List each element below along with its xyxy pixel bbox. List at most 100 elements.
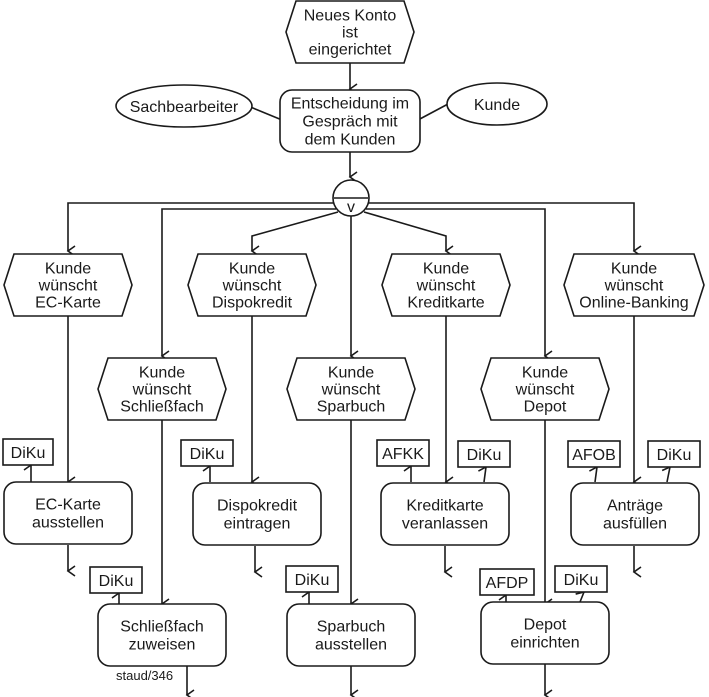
event-label: wünscht [38, 278, 98, 295]
info-object-shape [479, 568, 535, 596]
function-label: Dispokredit [217, 498, 298, 515]
info-object-diku[interactable]: DiKu [180, 439, 234, 467]
info-object-afkk[interactable]: AFKK [376, 439, 430, 467]
event-label: Kunde [611, 261, 657, 278]
info-object-shape [89, 566, 143, 594]
event-label: ist [342, 25, 359, 42]
info-object-diku[interactable]: DiKu [285, 565, 339, 593]
info-object-label: DiKu [99, 573, 134, 590]
info-object-afob[interactable]: AFOB [567, 440, 621, 468]
line-sachbearbeiter [247, 105, 283, 121]
function-label: Depot [524, 617, 567, 634]
function-label: Entscheidung im [291, 96, 409, 113]
info-object-label: AFKK [382, 446, 424, 463]
function-label: EC-Karte [35, 497, 101, 514]
event-label: Kunde [139, 365, 185, 382]
function-label: ausfüllen [603, 516, 667, 533]
org-unit-kunde[interactable]: Kunde [446, 82, 548, 126]
event-shape [285, 0, 415, 64]
branch-schliess [160, 208, 336, 362]
function-shape [380, 482, 510, 546]
org-unit-shape [115, 84, 253, 128]
event-label: wünscht [515, 382, 575, 399]
function-label: veranlassen [402, 516, 488, 533]
function-shape [3, 481, 133, 545]
or-connector[interactable]: v [332, 179, 370, 217]
branch-ec [66, 202, 334, 257]
branch-dispo [250, 211, 339, 257]
info-object-afdp[interactable]: AFDP [479, 568, 535, 596]
info-object-shape [457, 440, 511, 468]
branch-kredit [363, 211, 454, 257]
info-object-shape [180, 439, 234, 467]
org-unit-label: Sachbearbeiter [130, 99, 239, 116]
event-shape [3, 253, 133, 317]
event-label: Schließfach [120, 399, 204, 416]
branch-online [368, 202, 642, 257]
event-label: Neues Konto [304, 8, 397, 25]
function-label: ausstellen [315, 637, 387, 654]
info-object-diku[interactable]: DiKu [457, 440, 511, 468]
org-unit-sachbearbeiter[interactable]: Sachbearbeiter [115, 84, 253, 128]
connection-lines [23, 63, 672, 697]
function-label: Schließfach [120, 619, 204, 636]
function-shape [279, 89, 421, 153]
event-shape [381, 253, 511, 317]
event-label: Kunde [423, 261, 469, 278]
function-label: Anträge [607, 498, 663, 515]
info-object-diku[interactable]: DiKu [647, 440, 701, 468]
function-label: Gespräch mit [302, 114, 398, 131]
function-label: Kreditkarte [406, 498, 483, 515]
event-label: Kunde [328, 365, 374, 382]
function-shape [97, 603, 227, 667]
event-label: wünscht [222, 278, 282, 295]
function-label: ausstellen [32, 515, 104, 532]
org-unit-label: Kunde [474, 97, 520, 114]
event-label: wünscht [416, 278, 476, 295]
info-object-label: DiKu [657, 447, 692, 464]
info-object-shape [285, 565, 339, 593]
function-shape [480, 601, 610, 665]
info-object-label: AFDP [486, 575, 529, 592]
info-object-label: DiKu [295, 572, 330, 589]
io-online-2 [661, 460, 672, 483]
info-object-diku[interactable]: DiKu [2, 438, 54, 466]
info-object-shape [567, 440, 621, 468]
event-label: EC-Karte [35, 295, 101, 312]
event-label: Sparbuch [317, 399, 386, 416]
event-label: Kreditkarte [407, 295, 484, 312]
info-object-label: DiKu [564, 572, 599, 589]
event-shape [563, 253, 705, 317]
io-depot-2 [575, 584, 586, 603]
info-object-label: DiKu [11, 445, 46, 462]
connector-symbol: v [347, 199, 355, 216]
function-label: dem Kunden [305, 132, 396, 149]
info-object-diku[interactable]: DiKu [554, 565, 608, 593]
info-object-label: DiKu [190, 446, 225, 463]
info-object-diku[interactable]: DiKu [89, 566, 143, 594]
event-label: Dispokredit [212, 295, 293, 312]
line-kunde [417, 103, 449, 121]
event-shape [286, 357, 416, 421]
shapes: Neues KontoisteingerichtetSachbearbeiter… [2, 0, 705, 683]
function-label: Sparbuch [317, 619, 386, 636]
io-online-1 [589, 460, 599, 483]
event-label: wünscht [321, 382, 381, 399]
